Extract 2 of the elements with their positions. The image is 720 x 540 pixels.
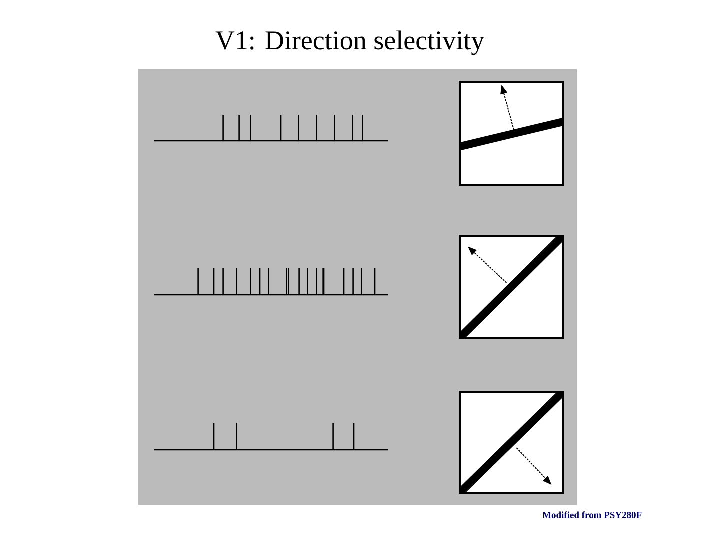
- title: V1: Direction selectivity: [216, 30, 485, 56]
- source-note: Modified from PSY280F: [542, 512, 642, 518]
